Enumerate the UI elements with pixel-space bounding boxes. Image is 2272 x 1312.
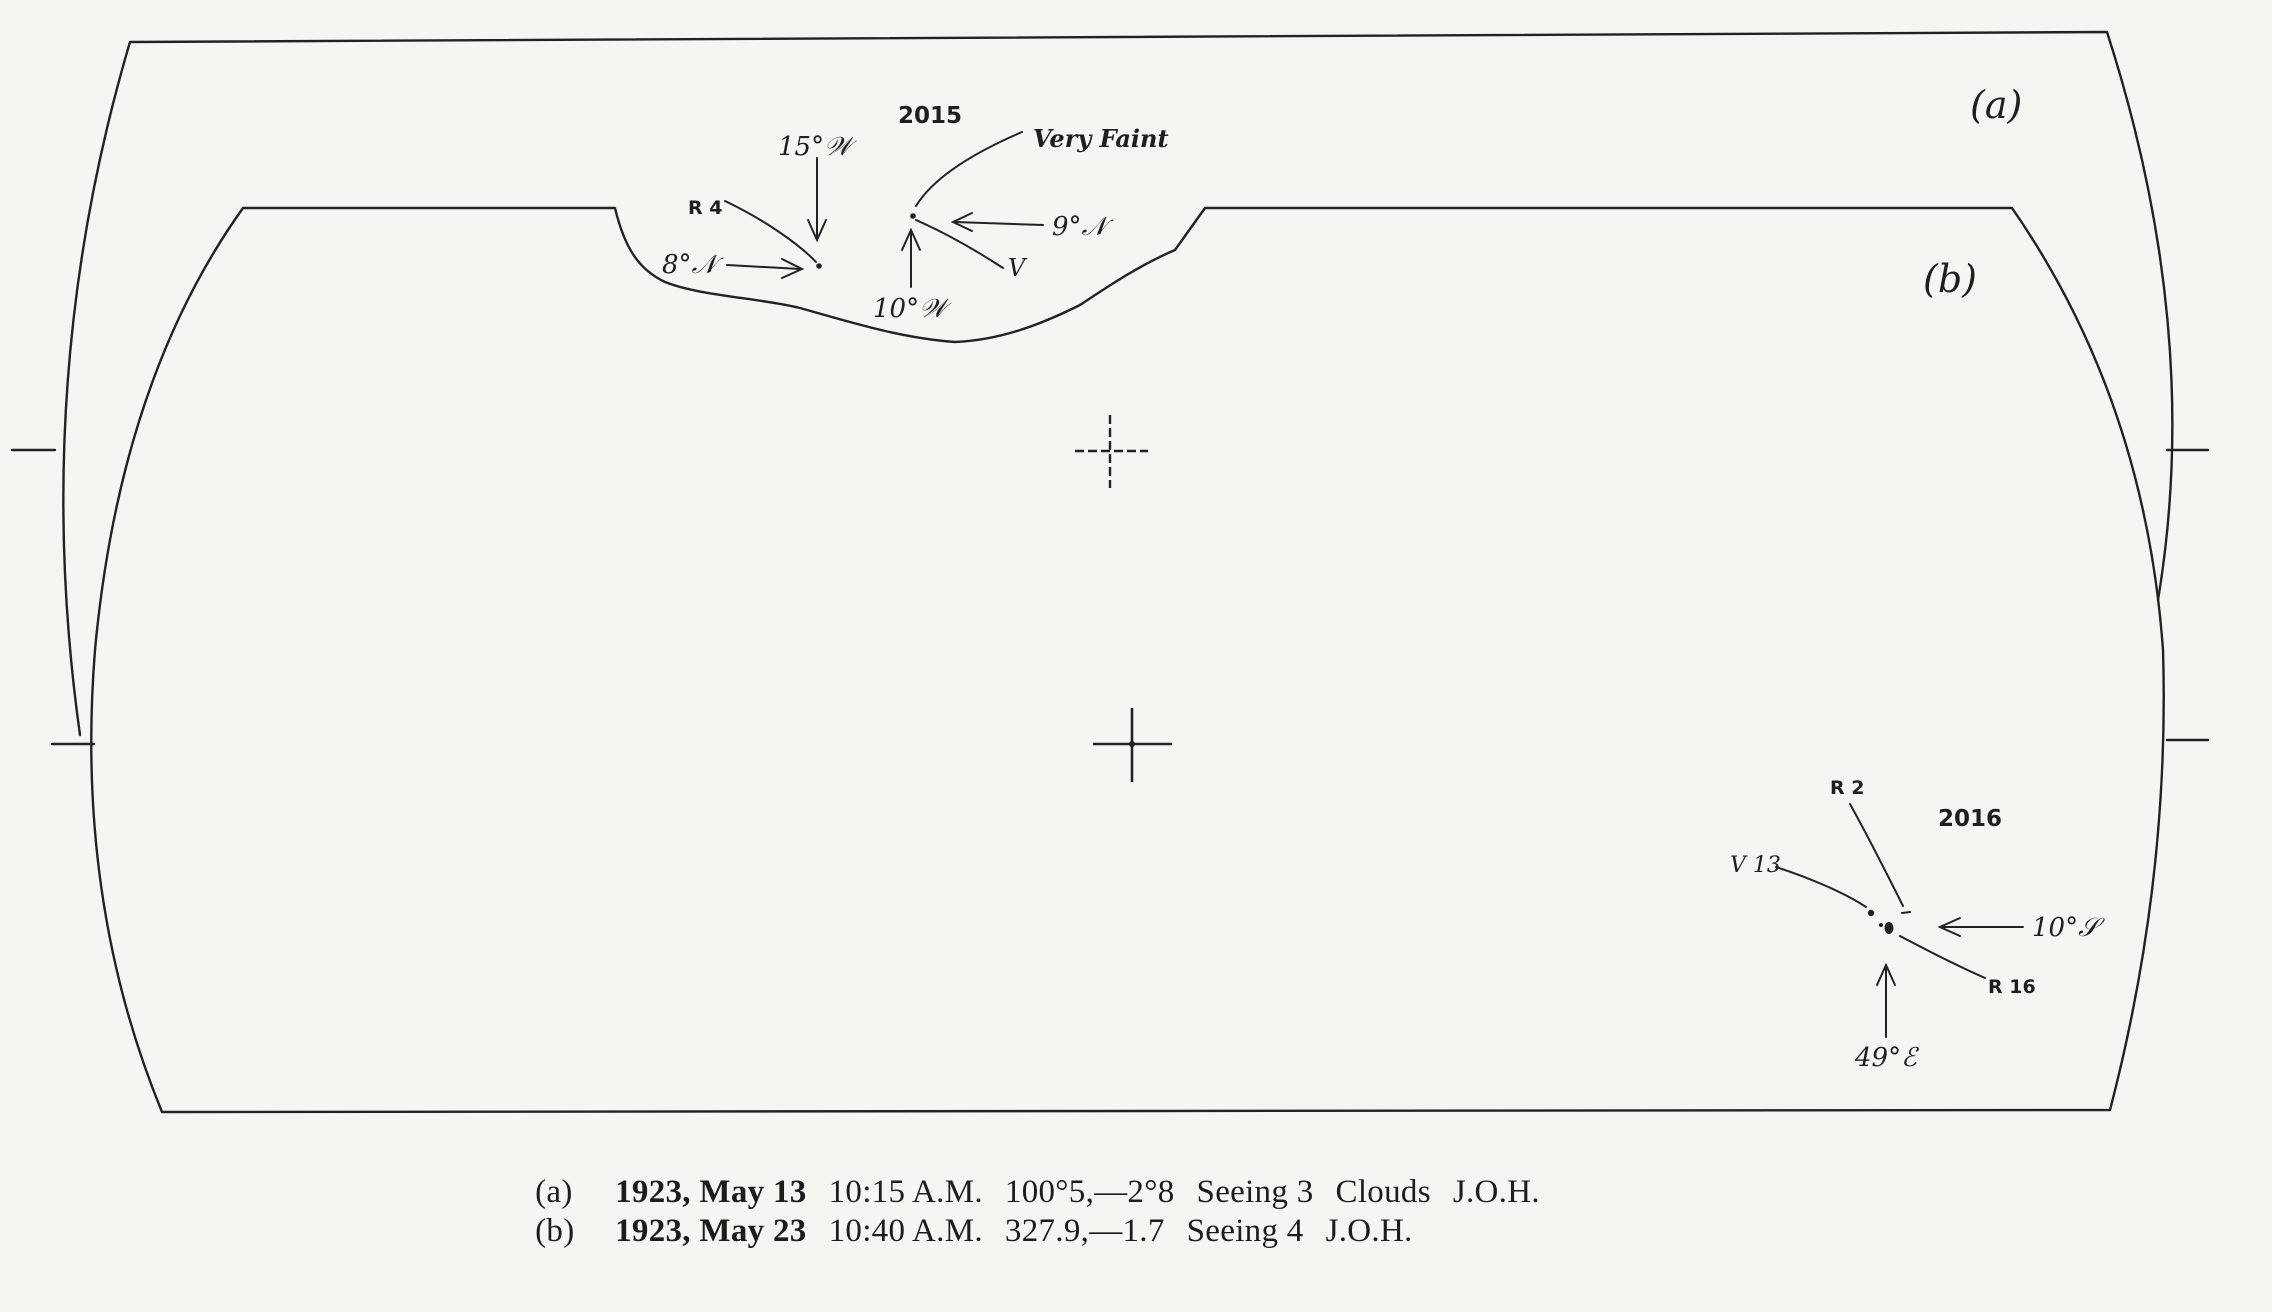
arrow-15w-head: [807, 219, 827, 243]
spot-2016-c: [1879, 923, 1883, 927]
spot-2015-r4: [816, 263, 822, 269]
caption-b-seeing: Seeing 4: [1186, 1213, 1304, 1249]
label-9n: 9°𝒩: [1052, 212, 1115, 242]
label-v: V: [1008, 254, 1028, 282]
disk-outline-b: [90, 206, 2165, 1114]
spot-2016-a: [1867, 909, 1875, 917]
group-2015-label: 2015: [898, 103, 962, 129]
arrow-9n-head: [950, 212, 973, 232]
caption-a-letter: (a): [535, 1174, 573, 1210]
label-8n: 8°𝒩: [662, 250, 725, 280]
caption-a-seeing: Seeing 3: [1196, 1174, 1314, 1210]
caption-a-coords: 100°5,—2°8: [1004, 1174, 1175, 1210]
leader-very-faint: [915, 131, 1023, 207]
caption-a-observer: J.O.H.: [1452, 1174, 1540, 1210]
leader-r16: [1899, 935, 1986, 979]
label-very-faint: Very Faint: [1033, 124, 1169, 153]
center-cross-b: [1093, 708, 1172, 782]
caption-a-extra: Clouds: [1335, 1174, 1431, 1210]
leader-v13: [1775, 866, 1867, 908]
caption-a-time: 10:15 A.M.: [828, 1174, 983, 1210]
disk-outline-a: [62, 30, 2174, 737]
label-15w: 15°𝒲: [778, 132, 857, 162]
label-v13: V 13: [1730, 853, 1781, 878]
caption-b-observer: J.O.H.: [1325, 1213, 1413, 1249]
spot-2015-v: [910, 213, 916, 219]
center-cross-a: [1075, 415, 1148, 488]
caption-b-date: 1923, May 23: [615, 1213, 807, 1249]
arrow-8n-head: [781, 258, 805, 279]
arrow-9n: [954, 221, 1044, 226]
label-10w: 10°𝒲: [873, 294, 952, 324]
leader-v: [915, 219, 1004, 269]
label-r2: R 2: [1830, 777, 1864, 799]
label-49e: 49°ℰ: [1854, 1043, 1919, 1073]
arrow-8n: [726, 264, 801, 270]
panel-label-b: (b): [1923, 257, 1977, 301]
spot-2016-d: [1901, 911, 1911, 914]
arrow-10s-head: [1937, 917, 1961, 937]
panel-label-a: (a): [1970, 83, 2022, 127]
group-2016-label: 2016: [1938, 806, 2002, 832]
caption-b-letter: (b): [535, 1213, 575, 1249]
caption-b: (b) 1923, May 23 10:40 A.M. 327.9,—1.7 Seein…: [518, 1176, 1435, 1250]
arrow-49e-head: [1876, 962, 1896, 986]
caption-b-coords: 327.9,—1.7: [1004, 1213, 1165, 1249]
leader-r2: [1849, 803, 1904, 907]
leader-r4: [724, 200, 817, 263]
label-r16: R 16: [1988, 976, 2036, 998]
label-r4: R 4: [688, 197, 722, 219]
label-10s: 10°𝒮: [2032, 913, 2105, 943]
caption-a: (a) 1923, May 13 10:15 A.M. 100°5,—2°8 Seein…: [518, 1137, 1562, 1211]
spot-2016-b: [1884, 922, 1894, 934]
caption-a-date: 1923, May 13: [615, 1174, 807, 1210]
arrow-10w-head: [901, 227, 921, 251]
caption-b-time: 10:40 A.M.: [828, 1213, 983, 1249]
